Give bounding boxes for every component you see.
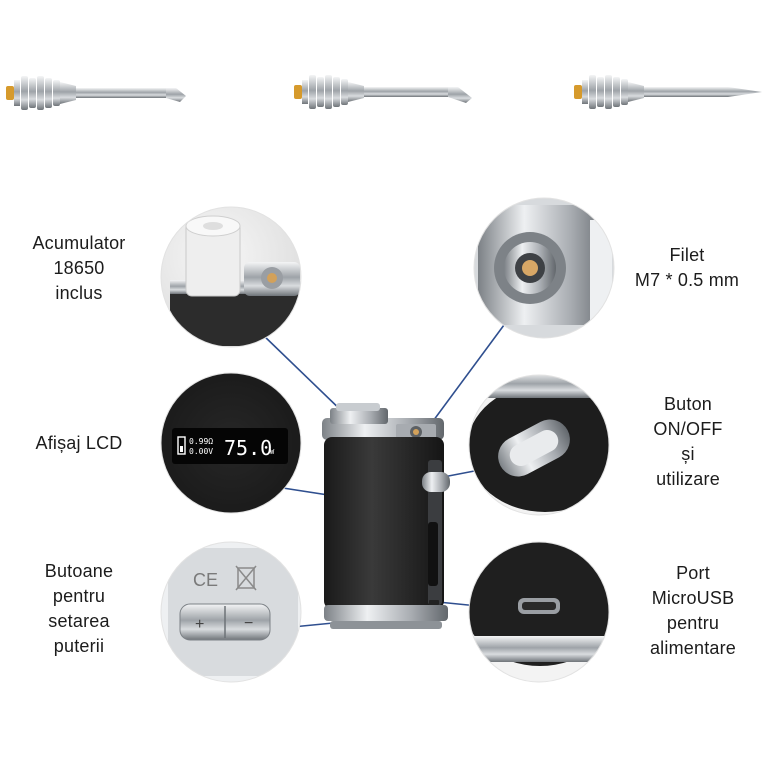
- battery-label-line-1: Acumulator: [32, 233, 126, 253]
- lcd-voltage: 0.00V: [189, 447, 213, 456]
- power-button-label-line-1: Buton: [663, 394, 713, 414]
- battery-label-line-3: inclus: [55, 283, 103, 303]
- adjust-buttons-detail-circle: CE + −: [161, 542, 301, 682]
- lcd-power-value: 75.0: [224, 436, 272, 460]
- svg-text:+: +: [195, 616, 204, 633]
- usb-port-label-line-1: Port: [676, 563, 710, 583]
- lcd-power-unit: W: [270, 448, 275, 456]
- thread-label-line-1: Filet: [669, 245, 705, 265]
- usb-port-label: Port MicroUSB pentru alimentare: [618, 561, 768, 661]
- usb-port-label-line-2: MicroUSB: [651, 588, 735, 608]
- power-button-label-line-3: și: [681, 444, 695, 464]
- lcd-detail-circle: [161, 373, 301, 513]
- usb-port-label-line-3: pentru: [666, 613, 720, 633]
- thread-label-line-2: M7 * 0.5 mm: [634, 270, 740, 290]
- svg-text:−: −: [244, 615, 253, 632]
- power-button-label-line-2: ON/OFF: [653, 419, 723, 439]
- tip-conical-right: [574, 75, 762, 109]
- adjust-buttons-label-line-2: pentru: [52, 586, 106, 606]
- power-button-label-line-4: utilizare: [656, 469, 720, 489]
- thread-detail-circle: [474, 198, 614, 338]
- battery-detail-circle: [161, 207, 301, 347]
- lcd-label-line-1: Afișaj LCD: [35, 433, 123, 453]
- battery-label-line-2: 18650: [53, 258, 105, 278]
- thread-label: Filet M7 * 0.5 mm: [612, 243, 762, 293]
- vape-mod-device: [322, 403, 450, 629]
- battery-label: Acumulator 18650 inclus: [6, 231, 152, 306]
- tip-knife-middle: [294, 75, 472, 109]
- lcd-label: Afișaj LCD: [6, 431, 152, 456]
- usb-port-label-line-4: alimentare: [649, 638, 737, 658]
- adjust-buttons-label: Butoane pentru setarea puterii: [6, 559, 152, 659]
- lcd-resistance: 0.99Ω: [189, 437, 213, 446]
- adjust-buttons-label-line-1: Butoane: [44, 561, 114, 581]
- tip-bevel-left: [6, 76, 186, 110]
- adjust-buttons-label-line-3: setarea: [48, 611, 110, 631]
- power-button-label: Buton ON/OFF și utilizare: [618, 392, 758, 492]
- adjust-buttons-label-line-4: puterii: [53, 636, 105, 656]
- power-button-detail-circle: [469, 375, 609, 515]
- usb-port-detail-circle: [469, 542, 609, 682]
- svg-text:CE: CE: [193, 570, 218, 590]
